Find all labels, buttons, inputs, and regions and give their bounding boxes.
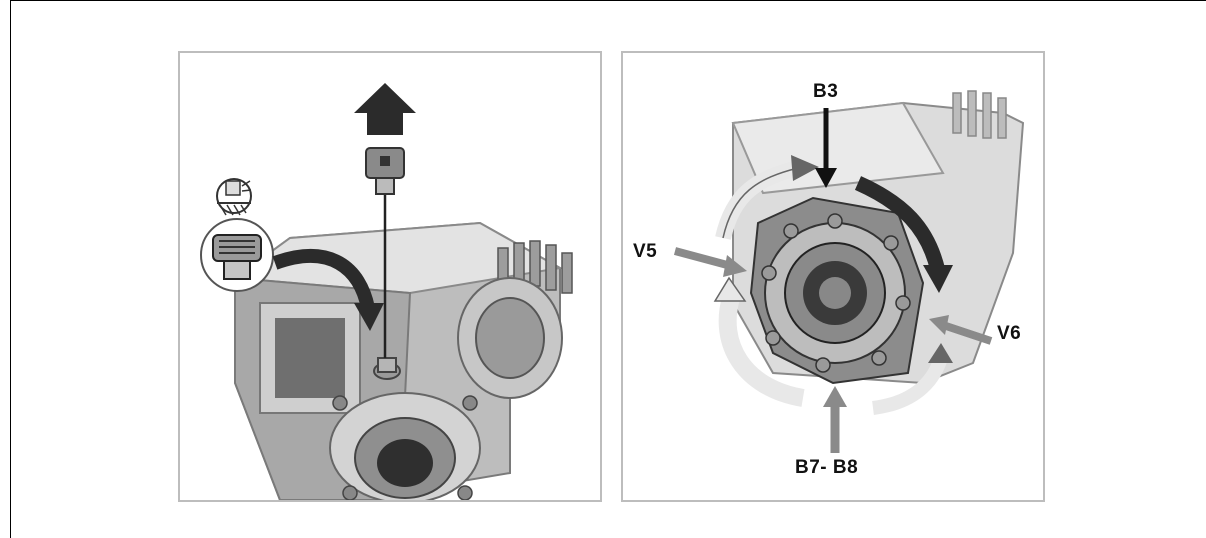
curved-arrow-head [354,303,384,331]
removed-plug-icon [365,147,405,195]
v6-arrow [941,321,993,345]
rotation-arrow-bottom-right [871,355,948,415]
label-b7-b8: B7- B8 [795,457,859,478]
label-b3: B3 [813,81,839,102]
label-v6: V6 [997,323,1022,344]
up-arrow-icon [375,63,395,85]
label-v5: V5 [633,241,658,262]
sealant-hatch-icon [216,178,252,216]
rotation-arrow-right-dark [854,176,946,273]
document-frame [10,0,1206,538]
vent-plug-icon [200,218,274,292]
rotation-arrow-left [718,295,805,407]
v5-arrow [673,247,733,270]
curved-arrow-icon [272,248,375,310]
gearbox-body [232,221,573,500]
gearbox-vent-illustration [200,63,573,500]
output-flange [749,196,925,385]
mounting-positions-illustration [673,90,1025,453]
vent-plug-illustration-panel [178,51,602,502]
up-arrow-icon-shape [354,83,416,135]
mounting-positions-panel: B3 V5 V6 B7- B8 [621,51,1045,502]
